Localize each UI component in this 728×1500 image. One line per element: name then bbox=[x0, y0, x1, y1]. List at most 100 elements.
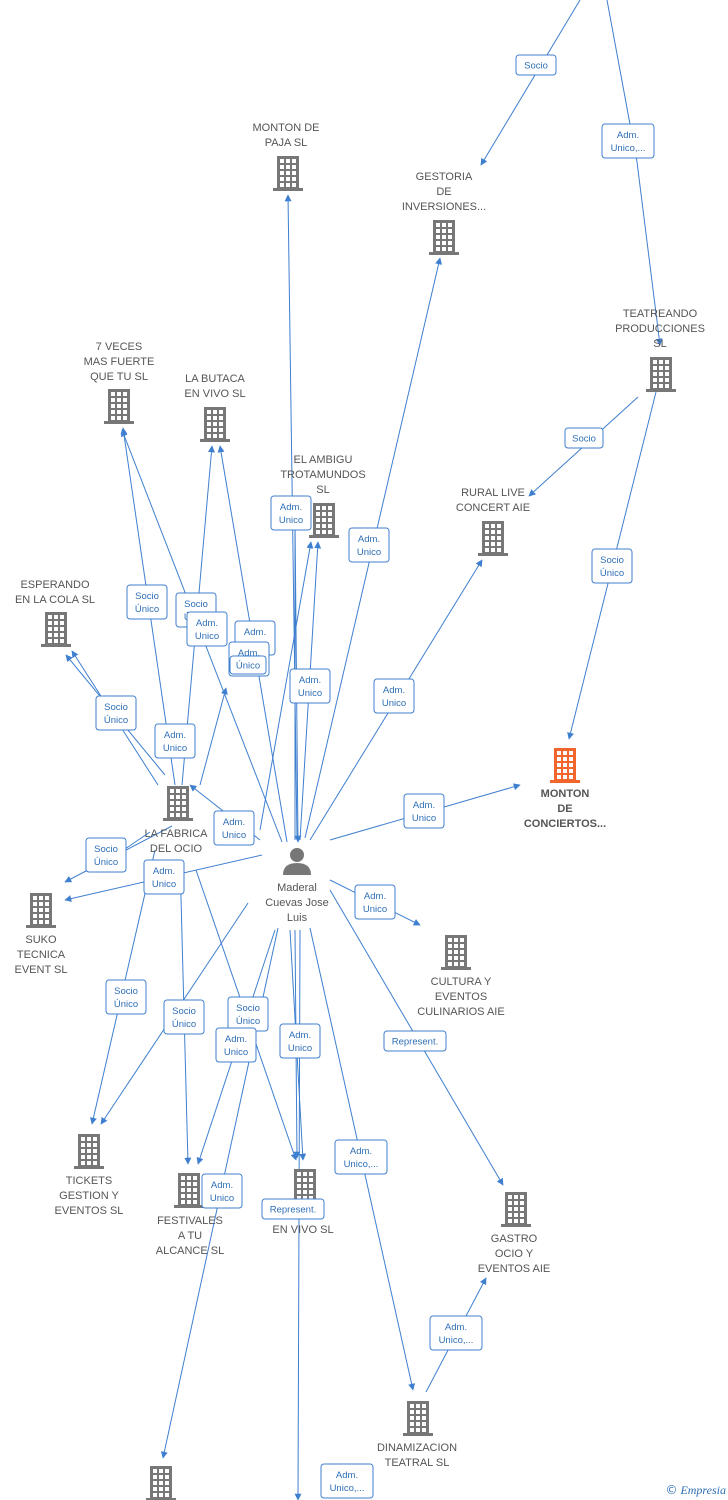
node-label: CULINARIOS AIE bbox=[417, 1006, 504, 1018]
building-icon bbox=[200, 407, 230, 442]
node-monton-conciertos[interactable]: MONTONDECONCIERTOS... bbox=[524, 748, 606, 830]
relation-label-text: Socio bbox=[600, 555, 624, 566]
node-bottom-company[interactable] bbox=[146, 1466, 176, 1500]
relation-label[interactable]: Adm.Unico bbox=[289, 668, 331, 704]
relation-label-text: Adm. bbox=[225, 1034, 247, 1045]
relation-label-box bbox=[429, 1315, 483, 1351]
relation-label[interactable]: Adm.Unico bbox=[354, 884, 396, 920]
relation-label[interactable]: Represent. bbox=[261, 1198, 325, 1220]
relation-label-text: Unico bbox=[279, 515, 303, 526]
building-icon bbox=[26, 893, 56, 928]
relation-label[interactable]: Adm.Unico bbox=[373, 678, 415, 714]
relation-label-text: Único bbox=[172, 1019, 196, 1030]
relation-label-text: Adm. bbox=[223, 817, 245, 828]
node-label: GESTORIA bbox=[416, 171, 473, 183]
node-cultura[interactable]: CULTURA Y EVENTOS CULINARIOS AIE bbox=[417, 935, 505, 1018]
node-label: TROTAMUNDOS bbox=[280, 469, 365, 481]
relation-label[interactable]: Adm.Unico,... bbox=[601, 123, 655, 159]
relation-label-text: Socio bbox=[236, 1003, 260, 1014]
relation-label[interactable]: Adm.Unico,... bbox=[334, 1139, 388, 1175]
building-icon bbox=[174, 1173, 204, 1208]
building-icon bbox=[273, 156, 303, 191]
relation-label-text: Único bbox=[236, 1016, 260, 1027]
relation-label[interactable]: Adm.Unico bbox=[348, 527, 390, 563]
relation-label[interactable]: Adm.Unico bbox=[215, 1027, 257, 1063]
relation-label[interactable]: Adm. Unico,... bbox=[320, 1463, 374, 1499]
relation-label-text: Unico,... bbox=[330, 1483, 365, 1494]
relation-label-box bbox=[591, 548, 633, 584]
node-label: CULTURA Y bbox=[431, 976, 492, 988]
edge-line bbox=[480, 0, 581, 166]
node-label: EN LA COLA SL bbox=[15, 594, 95, 606]
relation-label-box bbox=[154, 723, 196, 759]
relation-label-text: Único bbox=[114, 999, 138, 1010]
node-gestoria[interactable]: GESTORIADEINVERSIONES... bbox=[402, 171, 486, 255]
node-label: MONTON DE bbox=[252, 122, 319, 134]
relation-label[interactable]: Adm.Unico bbox=[186, 611, 228, 647]
relation-label-text: Único bbox=[135, 604, 159, 615]
node-label: SUKO bbox=[25, 934, 57, 946]
relation-label-box bbox=[215, 1027, 257, 1063]
relation-label-text: Unico bbox=[222, 830, 246, 841]
relation-label-text: Represent. bbox=[392, 1037, 438, 1048]
node-label: LA FABRICA bbox=[145, 828, 209, 840]
relation-label[interactable]: Socio bbox=[515, 54, 557, 76]
node-label: EVENTOS SL bbox=[55, 1205, 124, 1217]
relation-label[interactable]: Adm.Unico bbox=[143, 859, 185, 895]
node-label: Luis bbox=[287, 912, 308, 924]
node-label: EVENTOS AIE bbox=[478, 1263, 551, 1275]
relation-label-box bbox=[279, 1023, 321, 1059]
relation-label[interactable]: Adm.Unico bbox=[201, 1173, 243, 1209]
node-monton-paja[interactable]: MONTON DE PAJA SL bbox=[252, 122, 320, 191]
relation-label[interactable]: Adm.Unico,... bbox=[429, 1315, 483, 1351]
node-label: PAJA SL bbox=[265, 137, 308, 149]
relation-label-box bbox=[261, 1198, 325, 1220]
node-label: CONCIERTOS... bbox=[524, 818, 606, 830]
relation-label[interactable]: Adm.Unico bbox=[279, 1023, 321, 1059]
relation-label-box bbox=[289, 668, 331, 704]
relation-label-text: Socio bbox=[572, 434, 596, 445]
building-icon bbox=[501, 1192, 531, 1227]
relation-label-box bbox=[348, 527, 390, 563]
relation-label-text: Unico bbox=[152, 879, 176, 890]
relation-label[interactable]: Socio bbox=[564, 427, 604, 449]
relation-label-box bbox=[354, 884, 396, 920]
relation-label-box bbox=[564, 427, 604, 449]
node-label: EVENTOS bbox=[435, 991, 487, 1003]
node-label: DE bbox=[436, 186, 451, 198]
relation-label-text: Adm. bbox=[164, 730, 186, 741]
relation-label[interactable]: Único bbox=[229, 655, 267, 675]
node-label: RURAL LIVE bbox=[461, 487, 525, 499]
relation-label[interactable]: Adm.Unico bbox=[403, 793, 445, 829]
relation-label[interactable]: Represent. bbox=[383, 1030, 447, 1052]
relation-label[interactable]: Adm.Unico bbox=[154, 723, 196, 759]
relation-label-box bbox=[383, 1030, 447, 1052]
relation-label[interactable]: Adm. Unico bbox=[213, 810, 255, 846]
relation-label-text: Unico bbox=[357, 547, 381, 558]
node-en-vivo[interactable]: SEN VIVO SL bbox=[272, 1169, 334, 1236]
relation-label[interactable]: Adm.Unico bbox=[270, 495, 312, 531]
relation-label-text: Adm. bbox=[336, 1470, 358, 1481]
node-label: 7 VECES bbox=[96, 341, 142, 353]
